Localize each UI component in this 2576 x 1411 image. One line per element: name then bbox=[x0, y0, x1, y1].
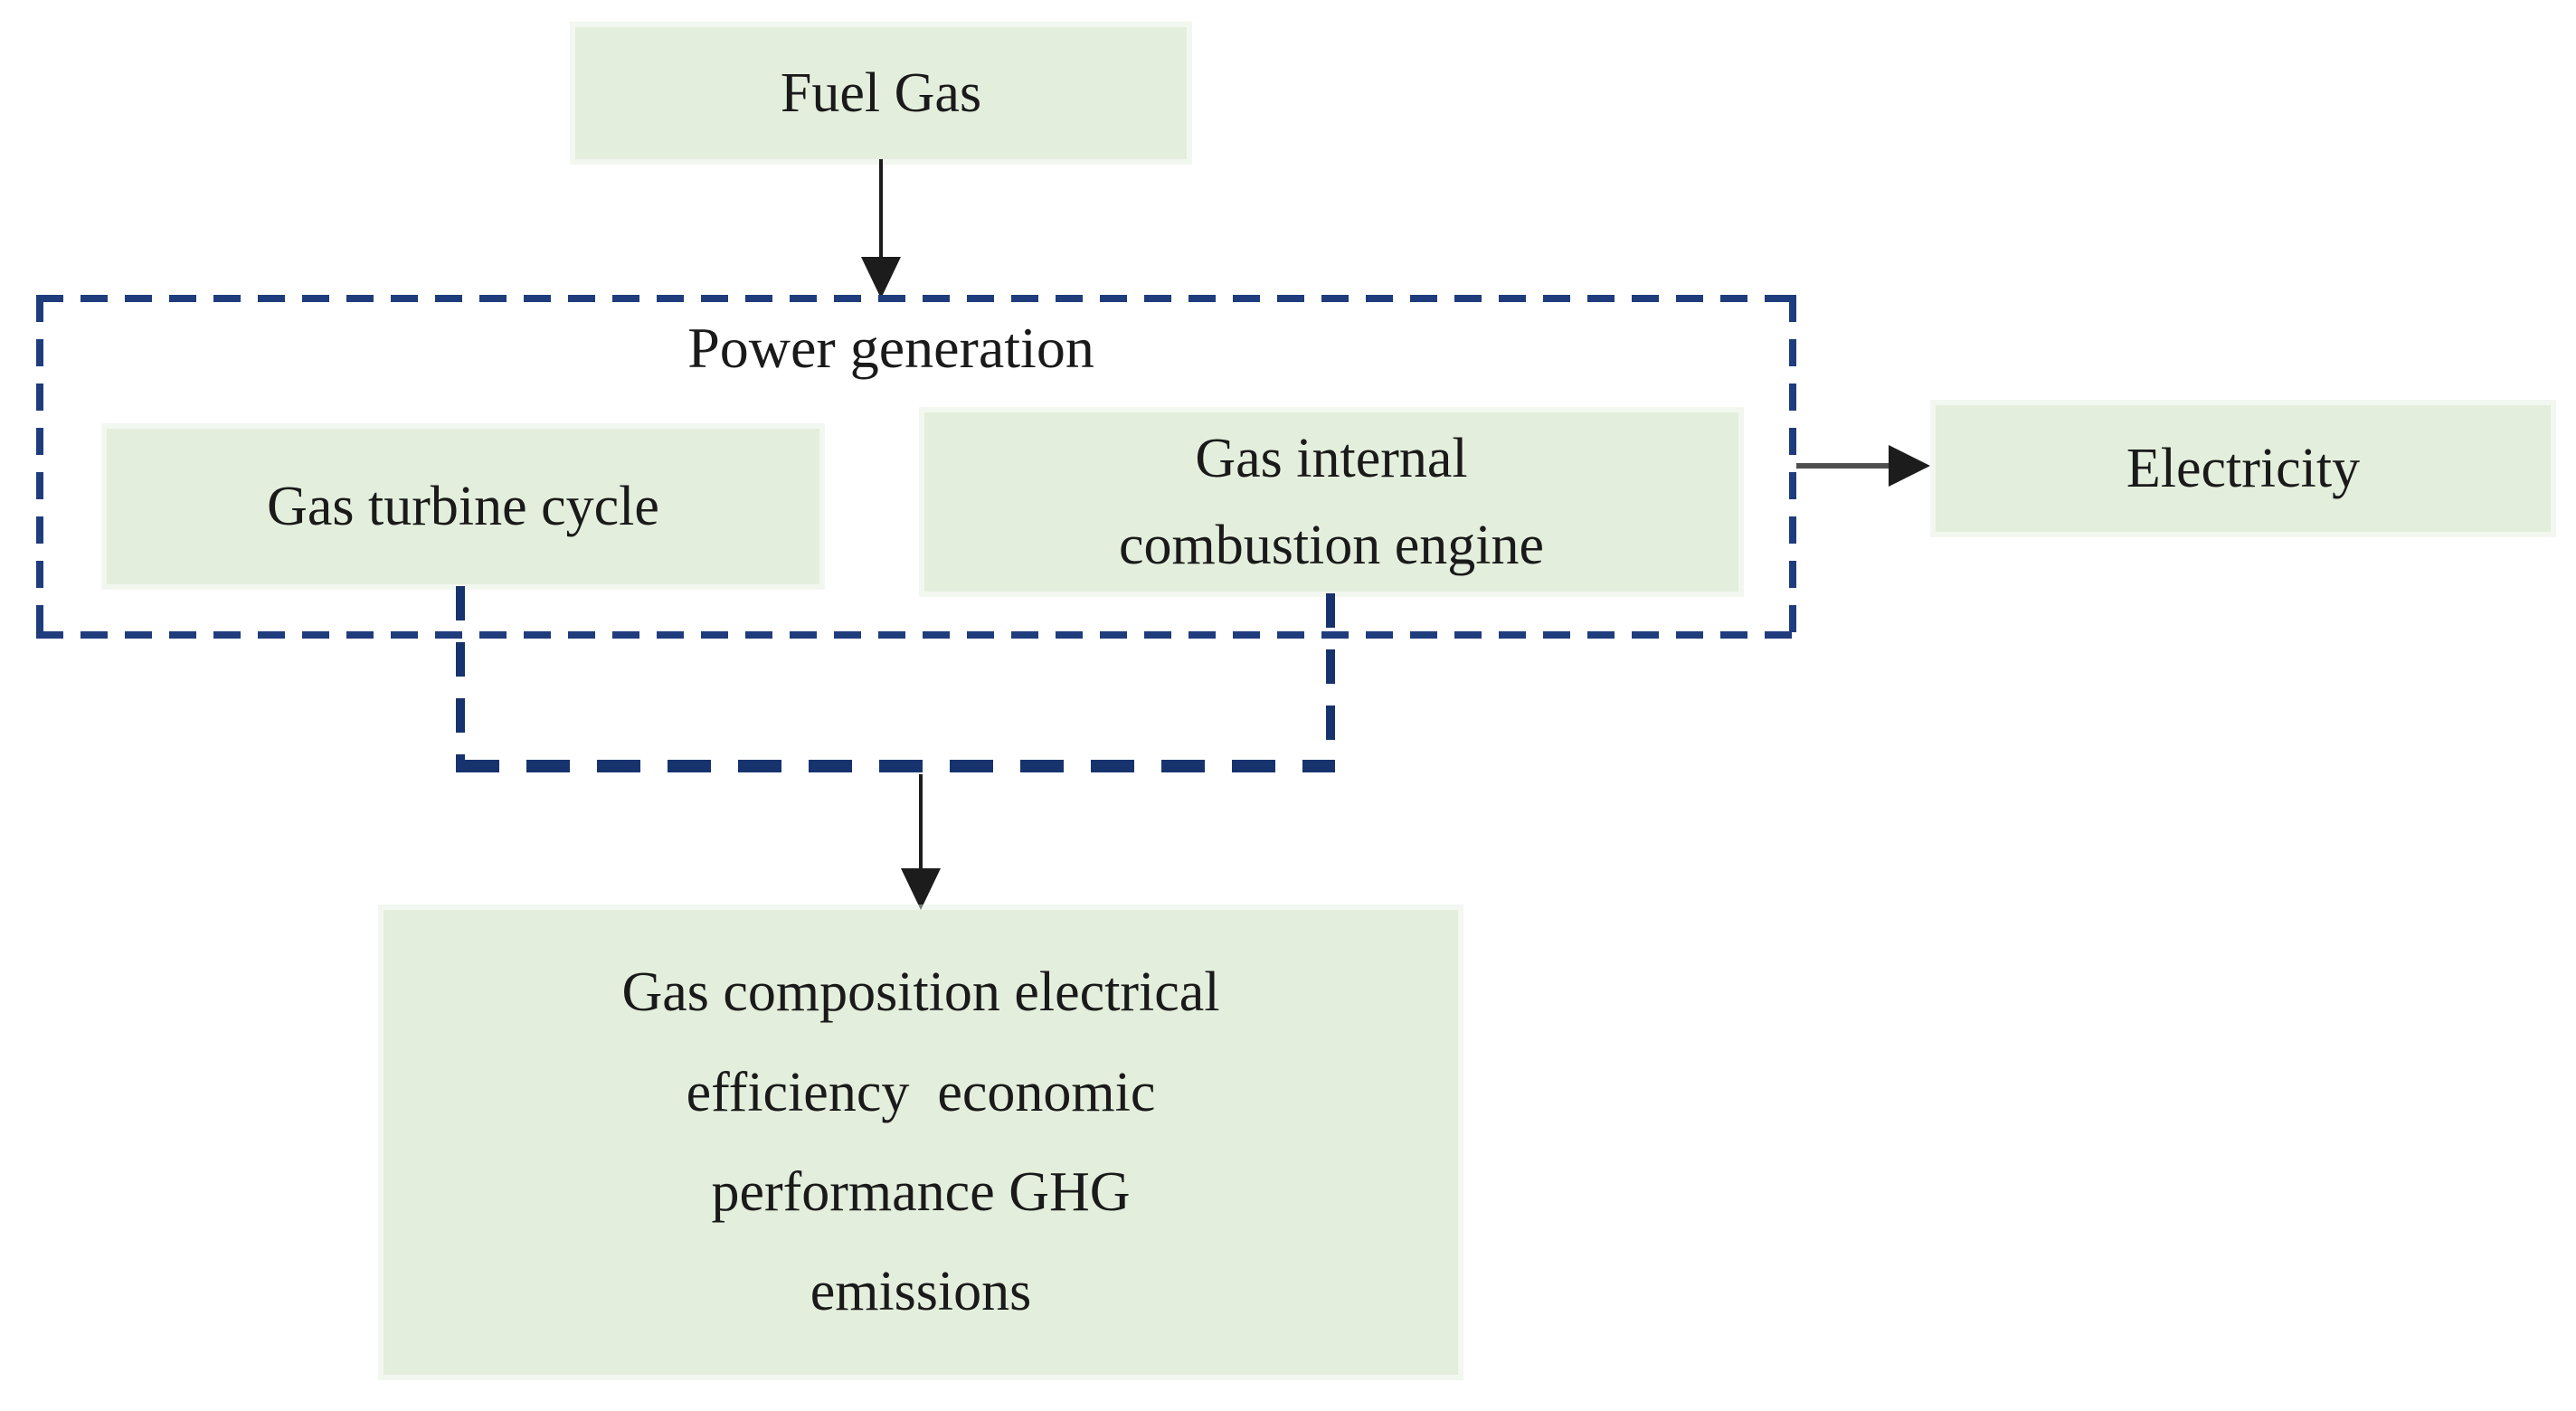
arrow-down-head-icon bbox=[901, 868, 941, 910]
gas-turbine-cycle-label: Gas turbine cycle bbox=[267, 475, 659, 537]
fuel-gas-box: Fuel Gas bbox=[575, 27, 1187, 159]
arrow-down-head-icon bbox=[861, 257, 901, 298]
power-generation-border-right bbox=[1789, 295, 1796, 639]
electricity-box: Electricity bbox=[1936, 405, 2551, 532]
results-box: Gas composition electrical efficiency ec… bbox=[384, 910, 1458, 1375]
electricity-label: Electricity bbox=[2126, 437, 2361, 499]
fuel-gas-label: Fuel Gas bbox=[780, 62, 982, 124]
power-generation-border-left bbox=[36, 295, 43, 639]
gas-internal-combustion-engine-box: Gas internal combustion engine bbox=[924, 412, 1738, 592]
gas-internal-combustion-engine-label: Gas internal combustion engine bbox=[1118, 427, 1545, 576]
arrow-down-icon bbox=[879, 159, 883, 260]
results-label: Gas composition electrical efficiency ec… bbox=[621, 961, 1220, 1323]
bracket-connector-bottom bbox=[456, 760, 1335, 772]
bracket-connector-right bbox=[1326, 593, 1335, 772]
power-generation-border-top bbox=[36, 295, 1796, 302]
power-generation-border-bottom bbox=[36, 631, 1796, 639]
arrow-right-head-icon bbox=[1889, 445, 1930, 487]
arrow-right-icon bbox=[1796, 463, 1890, 469]
power-generation-label: Power generation bbox=[687, 316, 1094, 380]
gas-turbine-cycle-box: Gas turbine cycle bbox=[107, 429, 819, 584]
bracket-connector-left bbox=[456, 586, 465, 772]
arrow-down-icon bbox=[919, 774, 923, 872]
